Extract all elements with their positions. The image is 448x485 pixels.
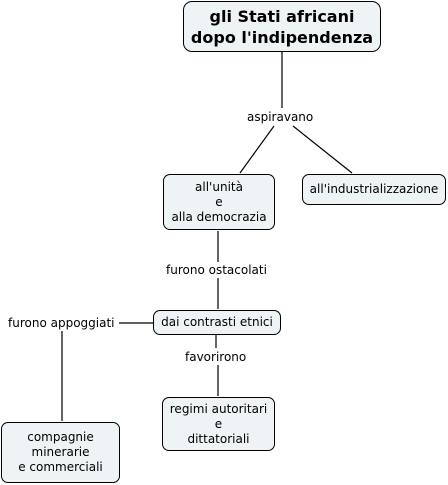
title-line-1: gli Stati africani xyxy=(209,6,355,26)
node-unity-line-3: alla democrazia xyxy=(171,209,267,224)
link-label-aspiravano: aspiravano xyxy=(245,110,316,124)
connector-aspiravano-unity xyxy=(239,125,275,174)
node-ethnic-label: dai contrasti etnici xyxy=(161,315,273,329)
node-regimes-line-3: dittatoriali xyxy=(187,431,250,446)
title-line-2: dopo l'indipendenza xyxy=(190,27,374,47)
node-regimes-line-1: regimi autoritari xyxy=(169,401,268,416)
node-industrialization-label: all'industrializzazione xyxy=(309,182,439,196)
title-node[interactable]: gli Stati africani dopo l'indipendenza xyxy=(183,1,381,52)
connector-aspiravano-industry xyxy=(292,125,353,174)
node-authoritarian-regimes[interactable]: regimi autoritari e dittatoriali xyxy=(162,397,275,451)
node-companies-line-1: compagnie xyxy=(27,430,94,444)
node-companies-line-3: e commerciali xyxy=(18,460,103,474)
node-unity-line-1: all'unità xyxy=(195,179,243,194)
node-ethnic-conflicts[interactable]: dai contrasti etnici xyxy=(153,310,281,335)
node-unity-democracy[interactable]: all'unità e alla democrazia xyxy=(163,174,275,230)
link-label-favorirono: favorirono xyxy=(183,350,249,364)
link-label-ostacolati: furono ostacolati xyxy=(164,263,269,277)
node-industrialization[interactable]: all'industrializzazione xyxy=(302,174,446,205)
node-mining-companies[interactable]: compagnie minerarie e commerciali xyxy=(1,422,120,483)
link-label-appoggiati: furono appoggiati xyxy=(6,316,117,330)
node-regimes-line-2: e xyxy=(214,416,223,431)
node-unity-line-2: e xyxy=(215,194,223,209)
node-companies-line-2: minerarie xyxy=(31,445,90,459)
